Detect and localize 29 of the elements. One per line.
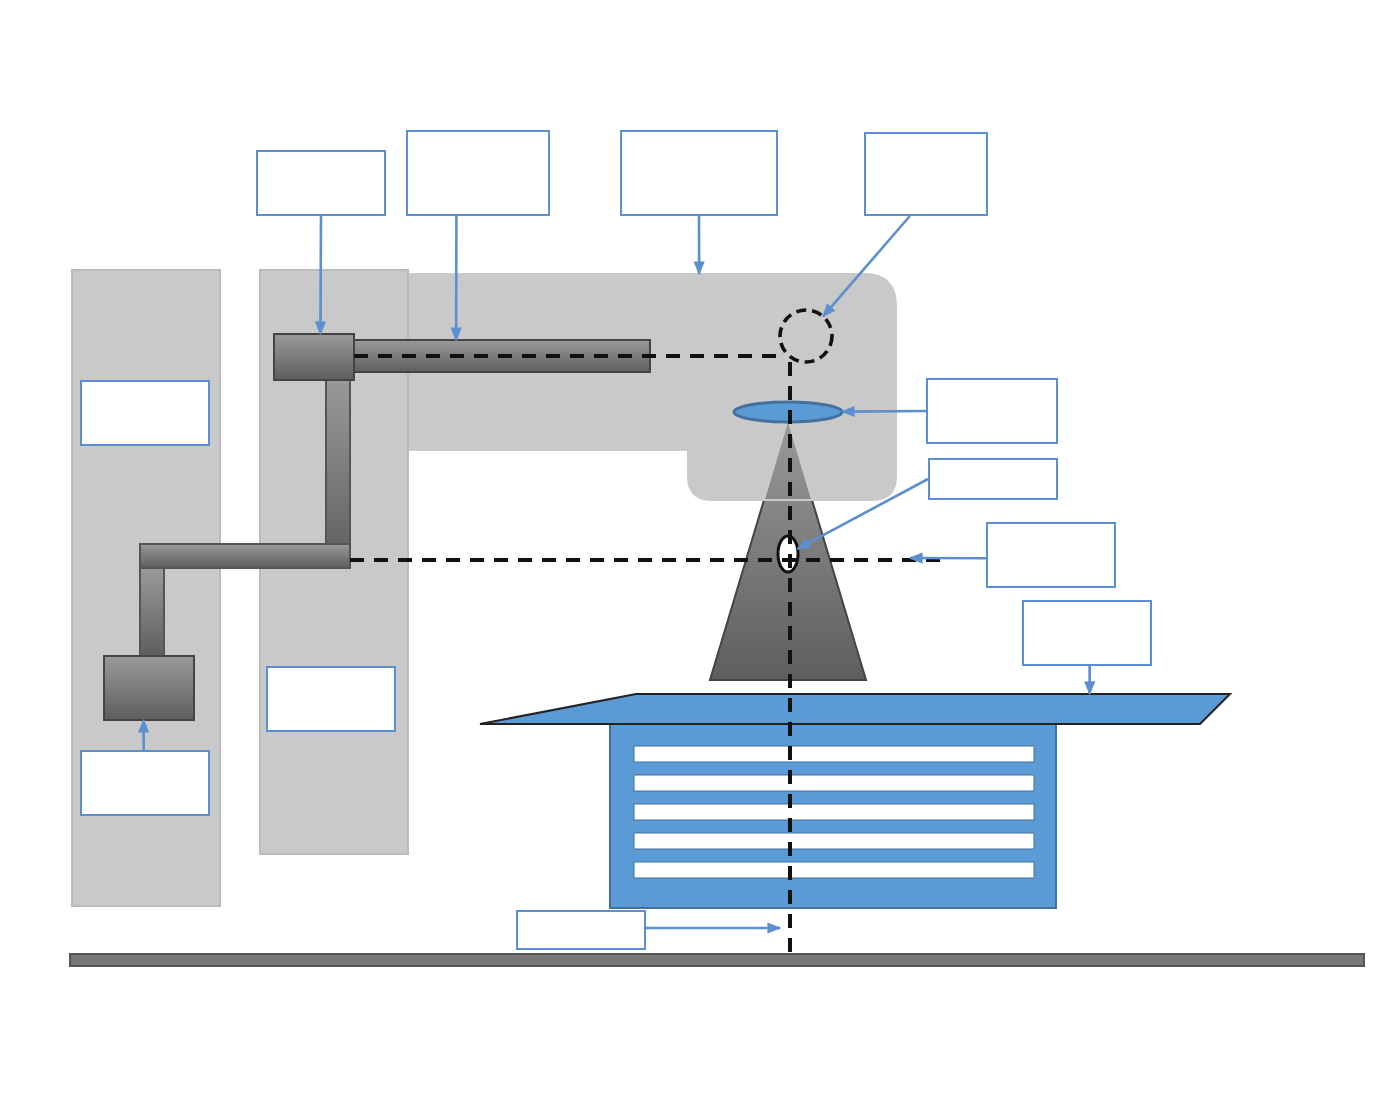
answer-box — [406, 130, 550, 216]
dashed-circle — [778, 308, 834, 364]
oval-marker — [776, 534, 800, 574]
answer-box — [80, 750, 210, 816]
answer-box — [986, 522, 1116, 588]
leader-arrow — [840, 405, 926, 418]
block — [273, 333, 355, 381]
block — [103, 655, 195, 721]
leader-arrow — [314, 216, 327, 336]
leader-arrow — [138, 718, 150, 750]
answer-box — [256, 150, 386, 216]
leader-arrow — [908, 552, 986, 564]
answer-box — [516, 910, 646, 950]
answer-box — [864, 132, 988, 216]
leader-arrow — [796, 477, 929, 550]
answer-box — [266, 666, 396, 732]
table-top — [479, 693, 1233, 725]
leader-arrow — [693, 216, 705, 276]
leader-arrow — [1084, 666, 1096, 696]
answer-box — [926, 378, 1058, 444]
answer-box — [80, 380, 210, 446]
leader-arrow — [450, 216, 462, 342]
answer-box — [928, 458, 1058, 500]
arm-bar — [353, 339, 651, 373]
leader-arrow — [822, 215, 911, 318]
answer-box — [1022, 600, 1152, 666]
answer-box — [620, 130, 778, 216]
leader-arrow — [646, 922, 782, 934]
housing-panel — [409, 273, 897, 501]
